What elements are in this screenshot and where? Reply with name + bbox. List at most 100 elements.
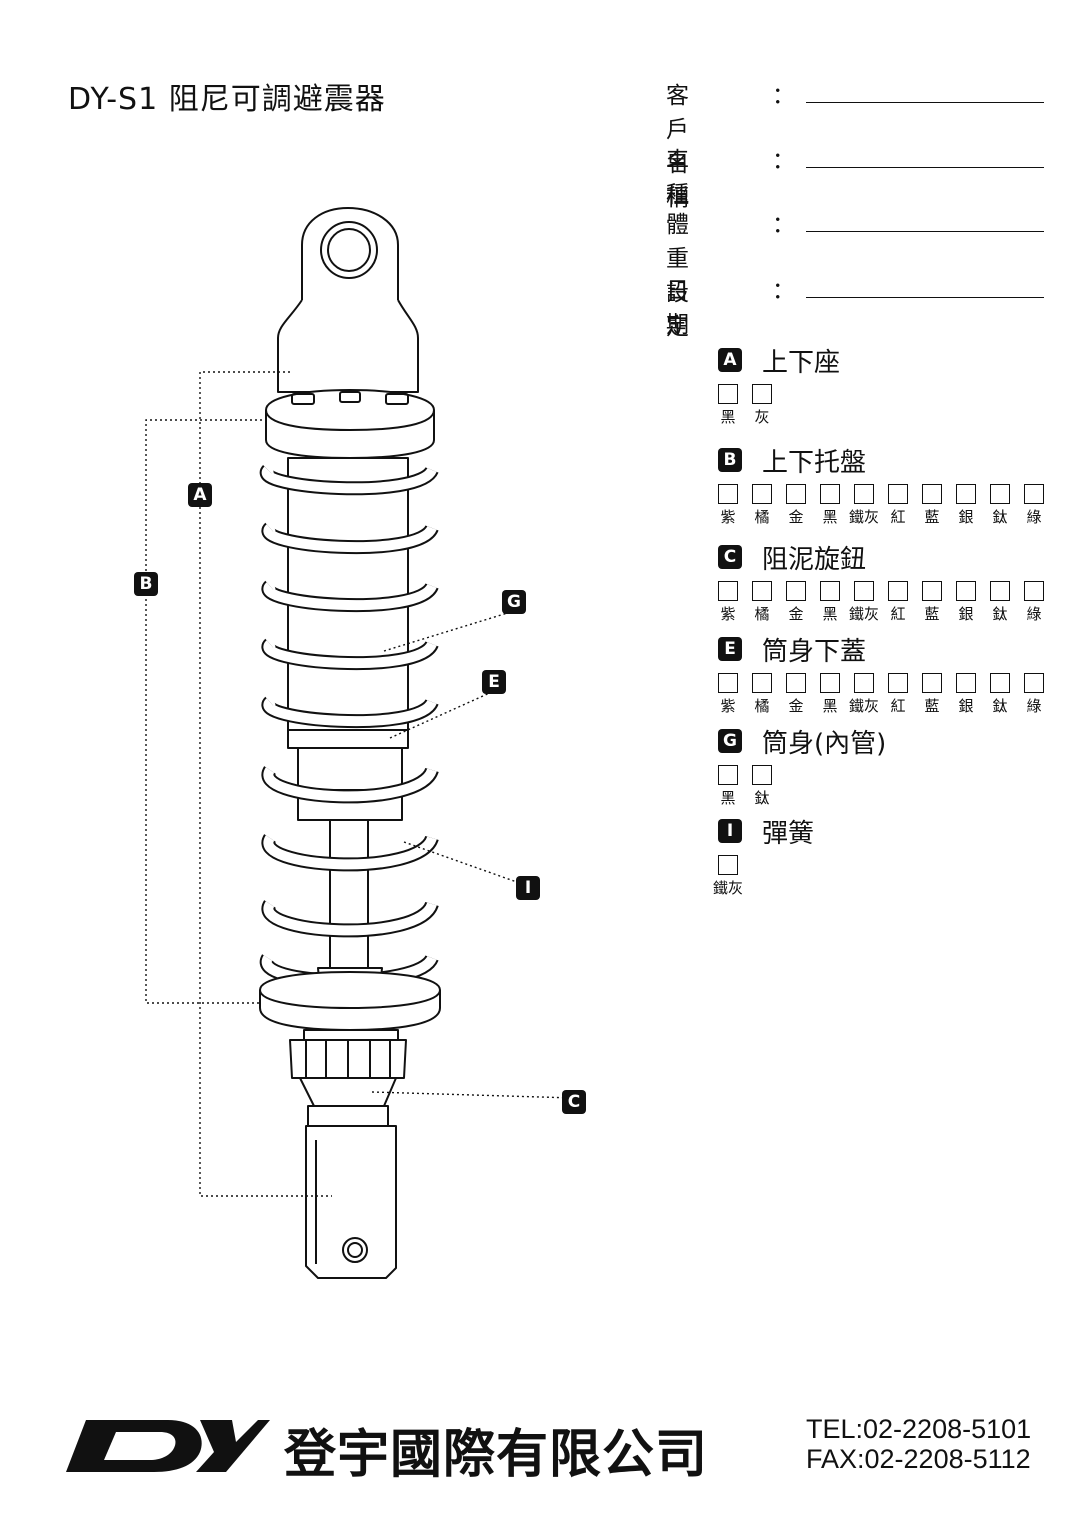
section-title-i: 彈簧 — [762, 819, 815, 849]
option-label: 鈦 — [992, 605, 1008, 623]
option-label: 鈦 — [992, 697, 1008, 715]
option-label: 橘 — [754, 697, 770, 715]
diagram-tag-b: B — [134, 572, 158, 596]
option-label: 綠 — [1026, 508, 1042, 526]
checkbox-c-4[interactable] — [854, 581, 874, 601]
colon: ： — [772, 148, 795, 174]
option-label: 金 — [788, 508, 804, 526]
checkbox-c-6[interactable] — [922, 581, 942, 601]
section-title-a: 上下座 — [762, 348, 841, 378]
checkbox-b-4[interactable] — [854, 484, 874, 504]
section-tag-c: C — [718, 545, 742, 569]
section-title-c: 阻泥旋鈕 — [762, 545, 867, 575]
option-label: 橘 — [754, 508, 770, 526]
checkbox-e-2[interactable] — [786, 673, 806, 693]
option-label: 鐵灰 — [712, 879, 743, 897]
checkbox-e-3[interactable] — [820, 673, 840, 693]
checkbox-c-7[interactable] — [956, 581, 976, 601]
checkbox-b-5[interactable] — [888, 484, 908, 504]
diagram-tag-i: I — [516, 876, 540, 900]
checkbox-g-0[interactable] — [718, 765, 738, 785]
checkbox-b-1[interactable] — [752, 484, 772, 504]
option-label: 銀 — [958, 508, 974, 526]
checkbox-e-9[interactable] — [1024, 673, 1044, 693]
telephone: TEL:02-2208-5101 — [806, 1414, 1032, 1444]
diagram-tag-e: E — [482, 670, 506, 694]
checkbox-c-5[interactable] — [888, 581, 908, 601]
checkbox-a-0[interactable] — [718, 384, 738, 404]
colon: ： — [772, 278, 795, 304]
section-tag-a: A — [718, 348, 742, 372]
diagram-tag-c: C — [562, 1090, 586, 1114]
option-label: 藍 — [924, 508, 940, 526]
checkbox-b-9[interactable] — [1024, 484, 1044, 504]
vehicle-type-label: 車 種 — [666, 148, 735, 208]
checkbox-b-2[interactable] — [786, 484, 806, 504]
checkbox-e-4[interactable] — [854, 673, 874, 693]
option-label: 紫 — [720, 605, 736, 623]
customer-name-label: 客戶名稱 — [666, 83, 689, 211]
checkbox-e-5[interactable] — [888, 673, 908, 693]
option-label: 黑 — [720, 789, 736, 807]
option-label: 鐵灰 — [848, 605, 879, 623]
checkbox-b-7[interactable] — [956, 484, 976, 504]
option-label: 鐵灰 — [848, 697, 879, 715]
checkbox-i-0[interactable] — [718, 855, 738, 875]
option-label: 橘 — [754, 605, 770, 623]
option-label: 灰 — [754, 408, 770, 426]
option-label: 紅 — [890, 605, 906, 623]
section-title-e: 筒身下蓋 — [762, 637, 867, 667]
customer-name-input-line[interactable] — [806, 102, 1044, 103]
checkbox-e-0[interactable] — [718, 673, 738, 693]
option-label: 綠 — [1026, 697, 1042, 715]
diagram-tag-a: A — [188, 483, 212, 507]
date-input-line[interactable] — [806, 297, 1044, 298]
checkbox-e-8[interactable] — [990, 673, 1010, 693]
checkbox-a-1[interactable] — [752, 384, 772, 404]
option-label: 藍 — [924, 605, 940, 623]
checkbox-c-3[interactable] — [820, 581, 840, 601]
option-label: 紅 — [890, 508, 906, 526]
checkbox-b-0[interactable] — [718, 484, 738, 504]
colon: ： — [772, 212, 795, 238]
diagram-tag-g: G — [502, 590, 526, 614]
section-title-b: 上下托盤 — [762, 448, 867, 478]
section-tag-g: G — [718, 729, 742, 753]
checkbox-e-1[interactable] — [752, 673, 772, 693]
checkbox-e-7[interactable] — [956, 673, 976, 693]
date-label: 日 期 — [666, 278, 735, 338]
checkbox-g-1[interactable] — [752, 765, 772, 785]
checkbox-c-0[interactable] — [718, 581, 738, 601]
checkbox-e-6[interactable] — [922, 673, 942, 693]
section-tag-b: B — [718, 448, 742, 472]
option-label: 鈦 — [754, 789, 770, 807]
option-label: 金 — [788, 605, 804, 623]
option-label: 黑 — [822, 697, 838, 715]
page-title: DY-S1 阻尼可調避震器 — [68, 82, 386, 117]
option-label: 金 — [788, 697, 804, 715]
option-label: 銀 — [958, 697, 974, 715]
checkbox-c-8[interactable] — [990, 581, 1010, 601]
option-label: 黑 — [822, 508, 838, 526]
checkbox-c-2[interactable] — [786, 581, 806, 601]
checkbox-c-1[interactable] — [752, 581, 772, 601]
checkbox-b-6[interactable] — [922, 484, 942, 504]
company-name: 登宇國際有限公司 — [284, 1425, 709, 1485]
option-label: 紅 — [890, 697, 906, 715]
option-label: 鐵灰 — [848, 508, 879, 526]
checkbox-b-8[interactable] — [990, 484, 1010, 504]
option-label: 紫 — [720, 508, 736, 526]
section-tag-i: I — [718, 819, 742, 843]
fax-number: FAX:02-2208-5112 — [806, 1444, 1031, 1474]
weight-setting-input-line[interactable] — [806, 231, 1044, 232]
checkbox-c-9[interactable] — [1024, 581, 1044, 601]
option-label: 黑 — [822, 605, 838, 623]
option-label: 黑 — [720, 408, 736, 426]
option-label: 銀 — [958, 605, 974, 623]
section-tag-e: E — [718, 637, 742, 661]
vehicle-type-input-line[interactable] — [806, 167, 1044, 168]
checkbox-b-3[interactable] — [820, 484, 840, 504]
colon: ： — [772, 83, 795, 109]
option-label: 藍 — [924, 697, 940, 715]
